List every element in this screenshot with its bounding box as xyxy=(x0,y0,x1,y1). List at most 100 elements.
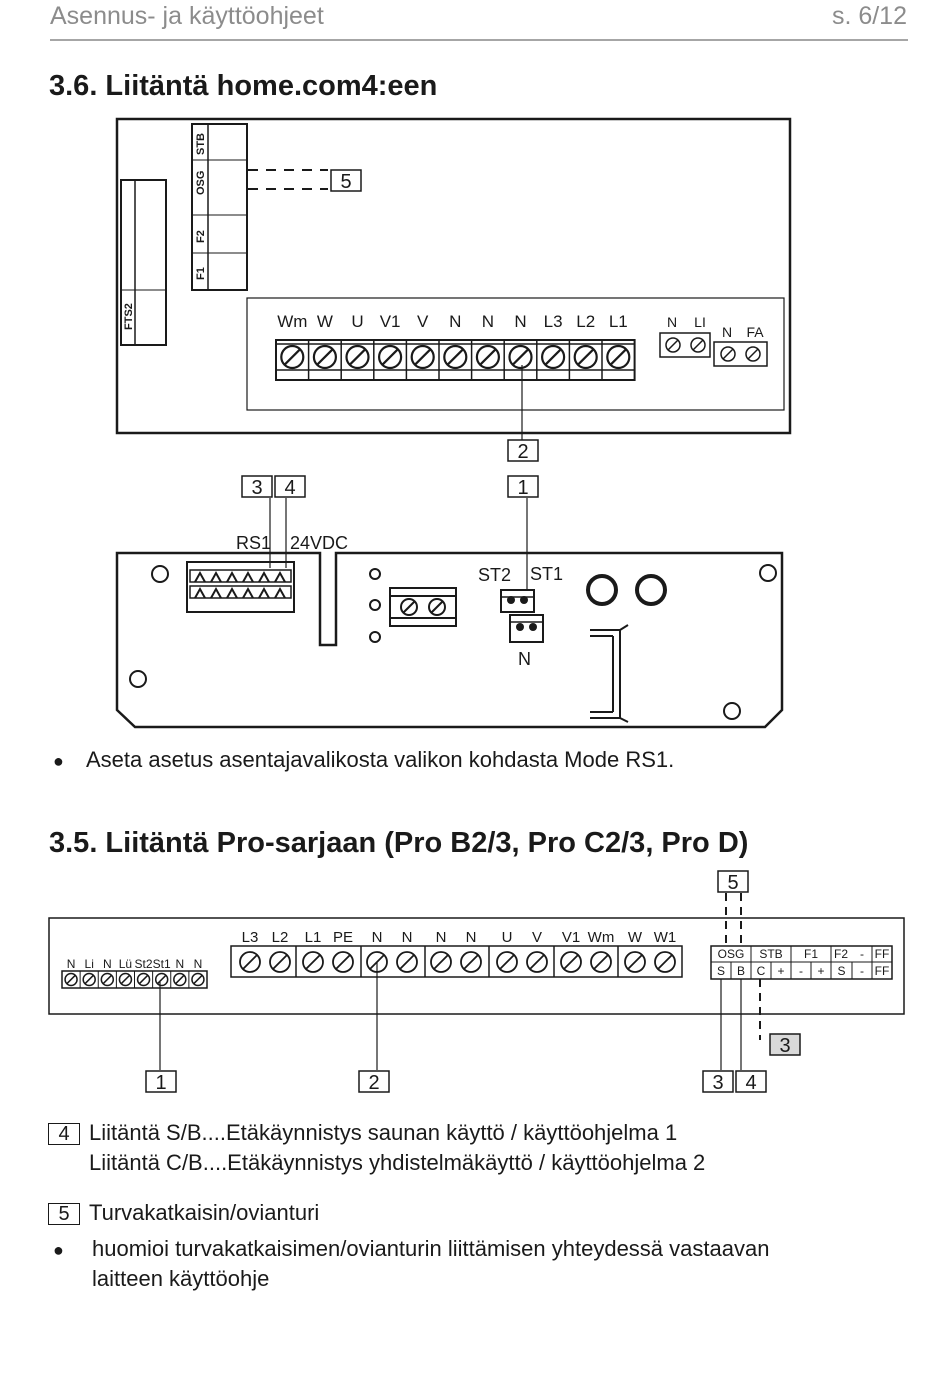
screw-terminal-icon xyxy=(269,951,291,973)
rs1-label: RS1 xyxy=(236,533,271,553)
bullet-dot: ● xyxy=(53,751,64,771)
terminal-label: L1 xyxy=(609,312,628,331)
power-connector xyxy=(389,587,457,627)
relay-label-osg: OSG xyxy=(195,171,207,195)
terminal-label: V1 xyxy=(380,312,401,331)
pin xyxy=(194,586,206,599)
screw-terminal-icon xyxy=(540,344,566,370)
pin xyxy=(210,586,222,599)
terminal-label: + xyxy=(777,964,784,978)
terminal-label: N xyxy=(194,957,203,971)
screw-terminal-icon xyxy=(624,951,646,973)
screw-terminal-icon xyxy=(64,972,78,987)
screw-terminal-icon xyxy=(606,344,631,370)
callout-number: 4 xyxy=(284,477,295,499)
pin-row xyxy=(189,569,292,583)
callout-number: 1 xyxy=(155,1072,166,1094)
callout-box xyxy=(274,475,306,498)
legend-box-5: 5 xyxy=(48,1203,80,1225)
st1-label: ST1 xyxy=(530,564,563,584)
section-heading-home-com4: 3.6. Liitäntä home.com4:een xyxy=(49,70,438,102)
pin xyxy=(369,631,381,643)
callout-box xyxy=(717,870,749,893)
pin xyxy=(369,568,381,580)
cable-clip xyxy=(590,624,629,723)
terminal-label: - xyxy=(860,947,864,961)
callout-box xyxy=(507,439,539,462)
mount-hole xyxy=(723,702,741,720)
terminal-label: W1 xyxy=(654,929,677,946)
terminal-label: N xyxy=(67,957,76,971)
legend-5-text: Turvakatkaisin/ovianturi xyxy=(89,1200,320,1225)
callout-number: 3 xyxy=(712,1072,723,1094)
terminal-label: N xyxy=(482,312,494,331)
callout-box xyxy=(241,475,273,498)
cable-opening xyxy=(586,574,618,606)
small-terminal-n-fa: N FA xyxy=(713,324,768,367)
terminal-label: St2 xyxy=(135,957,153,971)
screw-terminal-icon xyxy=(654,951,676,973)
upper-board-outline xyxy=(115,117,792,435)
screw-terminal-icon xyxy=(136,972,151,987)
callout-box xyxy=(702,1070,734,1093)
screw-terminal-icon xyxy=(496,951,518,973)
screw-terminal-icon xyxy=(154,972,169,987)
legend-box-4: 4 xyxy=(48,1123,80,1145)
pin xyxy=(258,586,270,599)
terminal-label: L2 xyxy=(272,929,289,946)
terminal-label: FF xyxy=(875,964,890,978)
terminal-label: S xyxy=(837,964,845,978)
pro-board-outline xyxy=(48,917,905,1015)
screw-terminal-icon xyxy=(508,344,533,370)
terminal-label: PE xyxy=(333,929,353,946)
vdc-label: 24VDC xyxy=(290,533,348,553)
pin xyxy=(210,570,222,583)
callout-number: 3 xyxy=(251,477,262,499)
callout-number: 1 xyxy=(517,477,528,499)
mount-hole xyxy=(759,564,777,582)
pin xyxy=(369,599,381,611)
small-terminal-n-li: N LI xyxy=(659,314,711,358)
pin xyxy=(242,570,254,583)
instruction-mode-rs1: Aseta asetus asentajavalikosta valikon k… xyxy=(86,747,675,772)
terminal-label: V1 xyxy=(562,929,580,946)
screw-terminal-icon xyxy=(430,951,452,973)
screw-terminal-icon xyxy=(526,951,548,973)
callout-number: 4 xyxy=(745,1072,756,1094)
screw-terminal-icon xyxy=(312,344,337,370)
screw-terminal-icon xyxy=(460,951,482,973)
callout-box xyxy=(145,1070,177,1093)
terminal-label: N xyxy=(402,929,413,946)
terminal-label: St1 xyxy=(153,957,171,971)
screw-terminal-icon xyxy=(560,951,582,973)
terminal-label: B xyxy=(737,964,745,978)
lower-board-outline xyxy=(115,551,784,729)
callout-number: 2 xyxy=(517,441,528,463)
terminal-label: L3 xyxy=(242,929,259,946)
terminal-area xyxy=(246,297,785,411)
callout-box xyxy=(507,475,539,498)
cable-opening xyxy=(635,574,667,606)
header-rule xyxy=(50,39,908,41)
mount-hole xyxy=(129,670,147,688)
terminal-label: + xyxy=(817,964,824,978)
screw-terminal-icon xyxy=(573,344,598,370)
terminal-label: N xyxy=(466,929,477,946)
screw-terminal-icon xyxy=(173,972,187,987)
terminal-label: L2 xyxy=(576,312,595,331)
callout-box xyxy=(735,1070,767,1093)
terminal-label: N xyxy=(449,312,461,331)
st-connector xyxy=(500,589,544,643)
legend-4-line1: Liitäntä S/B....Etäkäynnistys saunan käy… xyxy=(89,1120,678,1145)
screw-terminal-icon xyxy=(410,344,435,370)
screw-terminal-icon xyxy=(443,344,468,370)
note-line2: laitteen käyttöohje xyxy=(92,1266,270,1291)
n-label: N xyxy=(518,649,531,669)
terminal-label: U xyxy=(502,929,513,946)
terminal-label: U xyxy=(351,312,363,331)
terminal-label: - xyxy=(799,964,803,978)
